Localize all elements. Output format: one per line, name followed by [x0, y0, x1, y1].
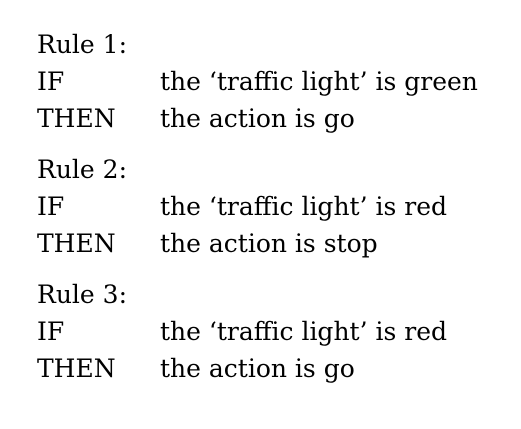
rules-document: Rule 1: IF the ‘traffic light’ is green …	[37, 26, 507, 387]
then-action: the action is go	[160, 354, 355, 383]
rule-then-line: THEN the action is go	[37, 100, 507, 137]
rule-then-line: THEN the action is go	[37, 350, 507, 387]
rule-3: Rule 3: IF the ‘traffic light’ is red TH…	[37, 276, 507, 387]
rule-heading: Rule 3:	[37, 276, 507, 313]
rule-heading: Rule 1:	[37, 26, 507, 63]
rule-1: Rule 1: IF the ‘traffic light’ is green …	[37, 26, 507, 137]
then-keyword: THEN	[37, 104, 116, 133]
then-keyword: THEN	[37, 229, 116, 258]
if-keyword: IF	[37, 67, 65, 96]
rule-if-line: IF the ‘traffic light’ is red	[37, 188, 507, 225]
if-keyword: IF	[37, 192, 65, 221]
rule-heading: Rule 2:	[37, 151, 507, 188]
if-condition: the ‘traffic light’ is red	[160, 317, 447, 346]
rule-if-line: IF the ‘traffic light’ is green	[37, 63, 507, 100]
if-keyword: IF	[37, 317, 65, 346]
then-action: the action is go	[160, 104, 355, 133]
if-condition: the ‘traffic light’ is green	[160, 67, 478, 96]
rule-heading-text: Rule 3:	[37, 280, 127, 309]
if-condition: the ‘traffic light’ is red	[160, 192, 447, 221]
then-keyword: THEN	[37, 354, 116, 383]
rule-then-line: THEN the action is stop	[37, 225, 507, 262]
rule-2: Rule 2: IF the ‘traffic light’ is red TH…	[37, 151, 507, 262]
rule-heading-text: Rule 1:	[37, 30, 127, 59]
then-action: the action is stop	[160, 229, 378, 258]
rule-heading-text: Rule 2:	[37, 155, 127, 184]
rule-if-line: IF the ‘traffic light’ is red	[37, 313, 507, 350]
